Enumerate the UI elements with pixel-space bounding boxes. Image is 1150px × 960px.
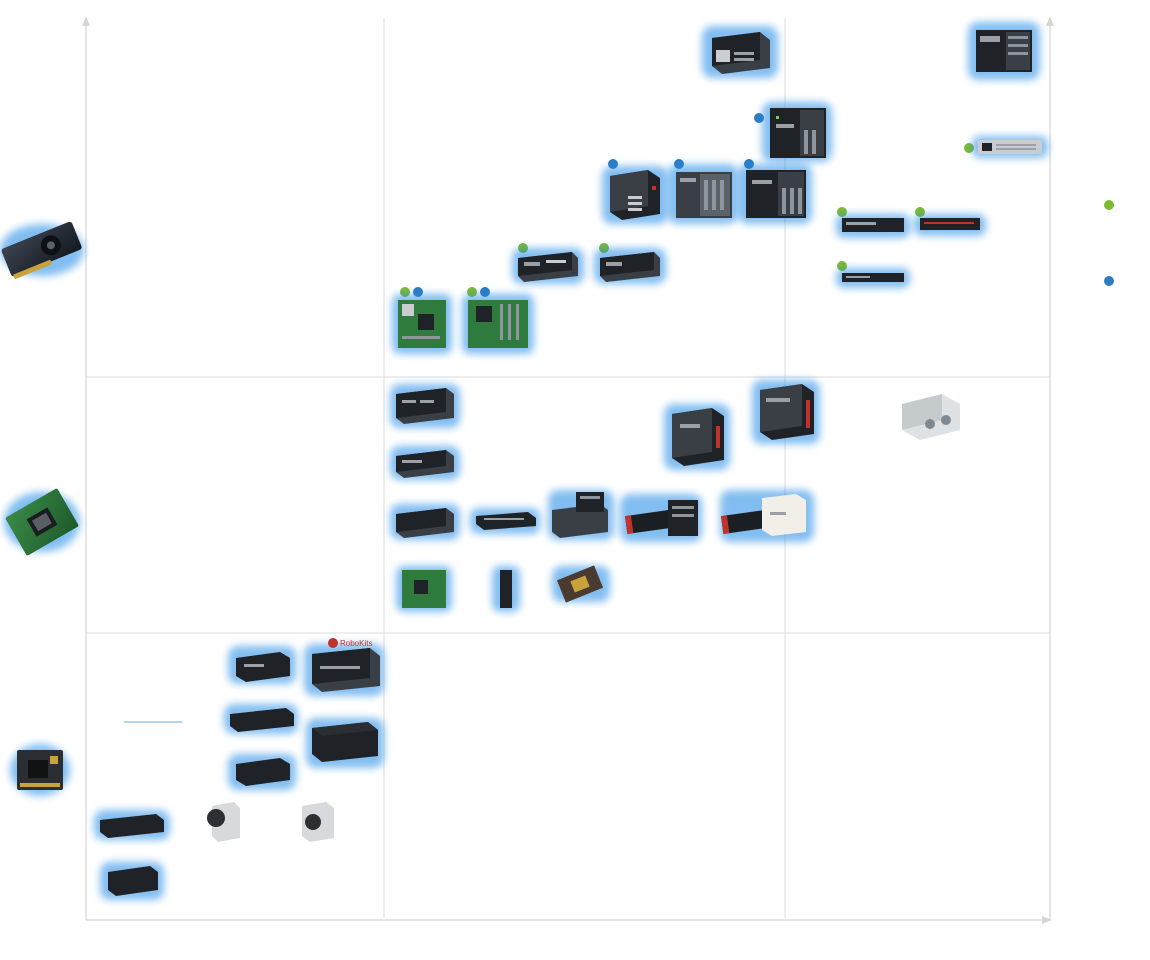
right-axis-arrow-icon (1046, 16, 1054, 26)
product-slim-box-b (914, 214, 986, 236)
product-desktop-chassis-a (512, 248, 584, 284)
product-rack-1u-server (972, 136, 1048, 158)
gpu-card-icon (0, 221, 84, 280)
product-compact-chassis-b (668, 164, 738, 224)
product-smart-camera-a (207, 802, 240, 842)
product-jetson-box-a (228, 646, 296, 684)
legend (1104, 200, 1114, 286)
product-jetson-box-large (304, 644, 384, 696)
product-smart-camera-b (302, 802, 334, 842)
product-open-frame-gpu (548, 490, 614, 540)
product-tower-mid-b (752, 380, 820, 444)
product-thin-box (94, 810, 170, 840)
marker-blue-dot (754, 113, 764, 123)
product-gpu-box-a (620, 494, 702, 542)
product-slim-box-c (836, 268, 910, 288)
product-slim-box-a (836, 214, 910, 238)
marker-green-dot (964, 143, 974, 153)
product-box-pc-mid-a (390, 384, 460, 428)
product-jetson-box-b (224, 704, 298, 734)
product-rugged-box (902, 394, 960, 440)
product-compact-chassis-a (602, 166, 668, 224)
legend-green-dot-icon (1104, 200, 1114, 210)
product-motherboard-a (392, 294, 452, 354)
product-desktop-chassis-b (594, 248, 666, 284)
mxm-module-icon (4, 488, 80, 556)
x-axis-arrow-icon (1042, 916, 1052, 924)
robokits-badge-text: RoboKits (340, 639, 372, 648)
product-jetson-box-c (306, 718, 384, 768)
product-cube-case (702, 26, 778, 78)
product-box-pc-mid-c (390, 504, 460, 540)
product-jetson-box-e (100, 862, 164, 900)
product-mini-itx-board (396, 566, 452, 612)
robokits-badge: RoboKits (328, 638, 372, 648)
product-embedded-box-pcie (762, 102, 832, 162)
product-flat-box-mid (470, 508, 540, 534)
product-box-pc-mid-b (390, 446, 460, 480)
product-tower-mid-a (664, 404, 730, 470)
product-jetson-box-d (228, 754, 296, 790)
product-vertical-module (492, 566, 520, 612)
product-motherboard-b (462, 294, 534, 354)
placeholder-divider (124, 721, 182, 723)
product-gpu-box-b (720, 490, 814, 542)
legend-blue-dot-icon (1104, 276, 1114, 286)
jetson-module-icon (10, 744, 70, 796)
axes (82, 16, 1054, 924)
y-axis-arrow-icon (82, 16, 90, 26)
product-tower-server (968, 22, 1040, 80)
product-mxm-card (552, 565, 610, 603)
product-compact-chassis-c (738, 164, 812, 224)
